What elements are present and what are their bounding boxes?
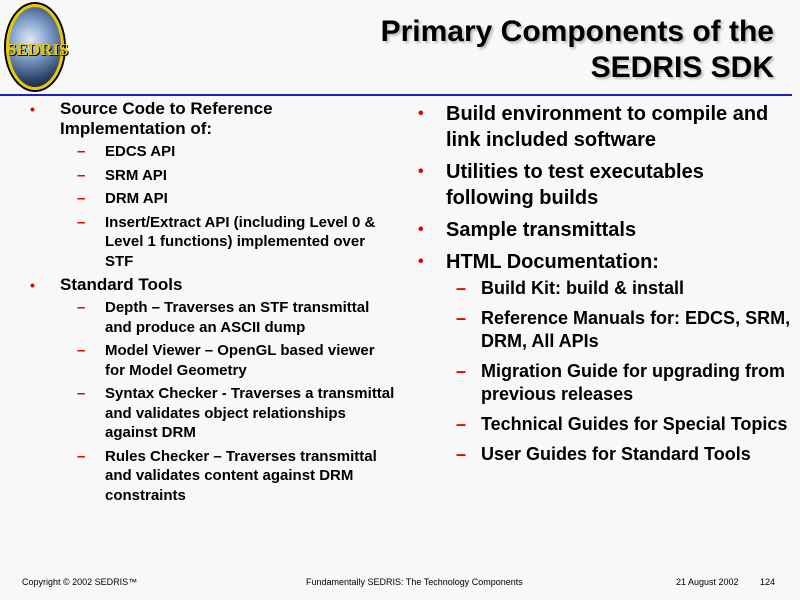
item-text: Build environment to compile and link in… — [446, 103, 769, 151]
sub-list-item: – Depth – Traverses an STF transmittal an… — [60, 298, 395, 337]
slide-title: Primary Components of the SEDRIS SDK — [381, 14, 774, 86]
left-bullet-list: • Source Code to Reference Implementation… — [25, 99, 395, 509]
list-item: • Source Code to Reference Implementation… — [25, 99, 395, 271]
dash-icon: – — [77, 342, 86, 359]
item-text: Standard Tools — [60, 275, 183, 294]
dash-icon: – — [77, 143, 86, 160]
sub-item-text: EDCS API — [105, 143, 176, 160]
dash-icon: – — [456, 414, 467, 434]
dash-icon: – — [456, 361, 467, 381]
logo-text: SEDRIS — [7, 40, 69, 59]
sub-list-item: – Insert/Extract API (including Level 0 &… — [60, 213, 395, 272]
sub-item-text: Reference Manuals for: EDCS, SRM, DRM, A… — [481, 308, 791, 351]
sub-list-item: –Build Kit: build & install — [446, 277, 794, 300]
sub-item-text: Syntax Checker - Traverses a transmittal… — [105, 385, 395, 441]
dash-icon: – — [77, 213, 86, 231]
dash-icon: – — [77, 166, 86, 184]
sub-list-item: –Migration Guide for upgrading from prev… — [446, 360, 794, 406]
sub-item-text: Build Kit: build & install — [481, 278, 684, 298]
footer-copyright: Copyright © 2002 SEDRIS™ — [22, 577, 138, 587]
list-item: • Standard Tools – Depth – Traverses an STF… — [25, 275, 395, 505]
footer-page-number: 124 — [760, 577, 776, 587]
dash-icon: – — [456, 278, 467, 298]
dash-icon: – — [77, 385, 86, 402]
sub-item-text: SRM API — [105, 166, 167, 184]
sub-list-item: – Syntax Checker - Traverses a transmitta… — [60, 384, 395, 443]
footer-title: Fundamentally SEDRIS: The Technology Com… — [306, 577, 523, 587]
bullet-icon: • — [30, 277, 35, 293]
sub-item-text: Depth – Traverses an STF transmittal and… — [105, 299, 370, 336]
dash-icon: – — [77, 190, 86, 207]
right-bullet-list: • Build environment to compile and link i… — [414, 101, 794, 473]
list-item: • Sample transmittals — [414, 217, 794, 243]
sub-item-text: User Guides for Standard Tools — [481, 444, 751, 464]
sub-list: – Depth – Traverses an STF transmittal an… — [60, 298, 395, 505]
sub-list-item: – EDCS API — [60, 142, 395, 162]
sub-list-item: – Rules Checker – Traverses transmittal a… — [60, 447, 395, 506]
sub-list-item: – SRM API — [60, 166, 395, 186]
item-text: Source Code to Reference Implementation … — [60, 99, 273, 138]
dash-icon: – — [77, 299, 86, 316]
list-item: • Utilities to test executables following… — [414, 159, 794, 211]
sub-list-item: – Model Viewer – OpenGL based viewer for … — [60, 341, 395, 380]
list-item: • Build environment to compile and link i… — [414, 101, 794, 153]
sub-list-item: – DRM API — [60, 189, 395, 209]
bullet-icon: • — [30, 101, 35, 117]
dash-icon: – — [456, 308, 467, 328]
bullet-icon: • — [418, 163, 424, 180]
bullet-icon: • — [418, 253, 424, 270]
sub-item-text: Model Viewer – OpenGL based viewer for M… — [105, 342, 375, 379]
footer-date: 21 August 2002 — [676, 577, 739, 587]
sub-item-text: Rules Checker – Traverses transmittal an… — [105, 447, 377, 504]
sub-item-text: Technical Guides for Special Topics — [481, 414, 788, 434]
dash-icon: – — [77, 447, 86, 465]
title-line-1: Primary Components of the — [380, 15, 774, 48]
sub-item-text: Migration Guide for upgrading from previ… — [481, 361, 785, 404]
bullet-icon: • — [418, 105, 424, 122]
sub-list: – EDCS API – SRM API – DRM API – Insert/Extract… — [60, 142, 395, 271]
sub-list-item: –Reference Manuals for: EDCS, SRM, DRM, … — [446, 307, 794, 353]
dash-icon: – — [456, 444, 467, 464]
list-item: •HTML Documentation:–Build Kit: build & … — [414, 249, 794, 466]
bullet-icon: • — [418, 221, 424, 238]
sub-item-text: DRM API — [105, 190, 168, 207]
title-divider — [0, 94, 792, 96]
title-line-2: SEDRIS SDK — [590, 51, 774, 84]
sub-item-text: Insert/Extract API (including Level 0 & … — [105, 213, 376, 270]
sub-list-item: –User Guides for Standard Tools — [446, 443, 794, 466]
item-text: Sample transmittals — [446, 219, 637, 241]
sedris-logo: SEDRIS — [6, 4, 69, 90]
item-text: Utilities to test executables following … — [446, 161, 704, 209]
sub-list: –Build Kit: build & install–Reference Ma… — [446, 277, 794, 466]
sub-list-item: –Technical Guides for Special Topics — [446, 413, 794, 436]
item-text: HTML Documentation: — [446, 251, 659, 273]
